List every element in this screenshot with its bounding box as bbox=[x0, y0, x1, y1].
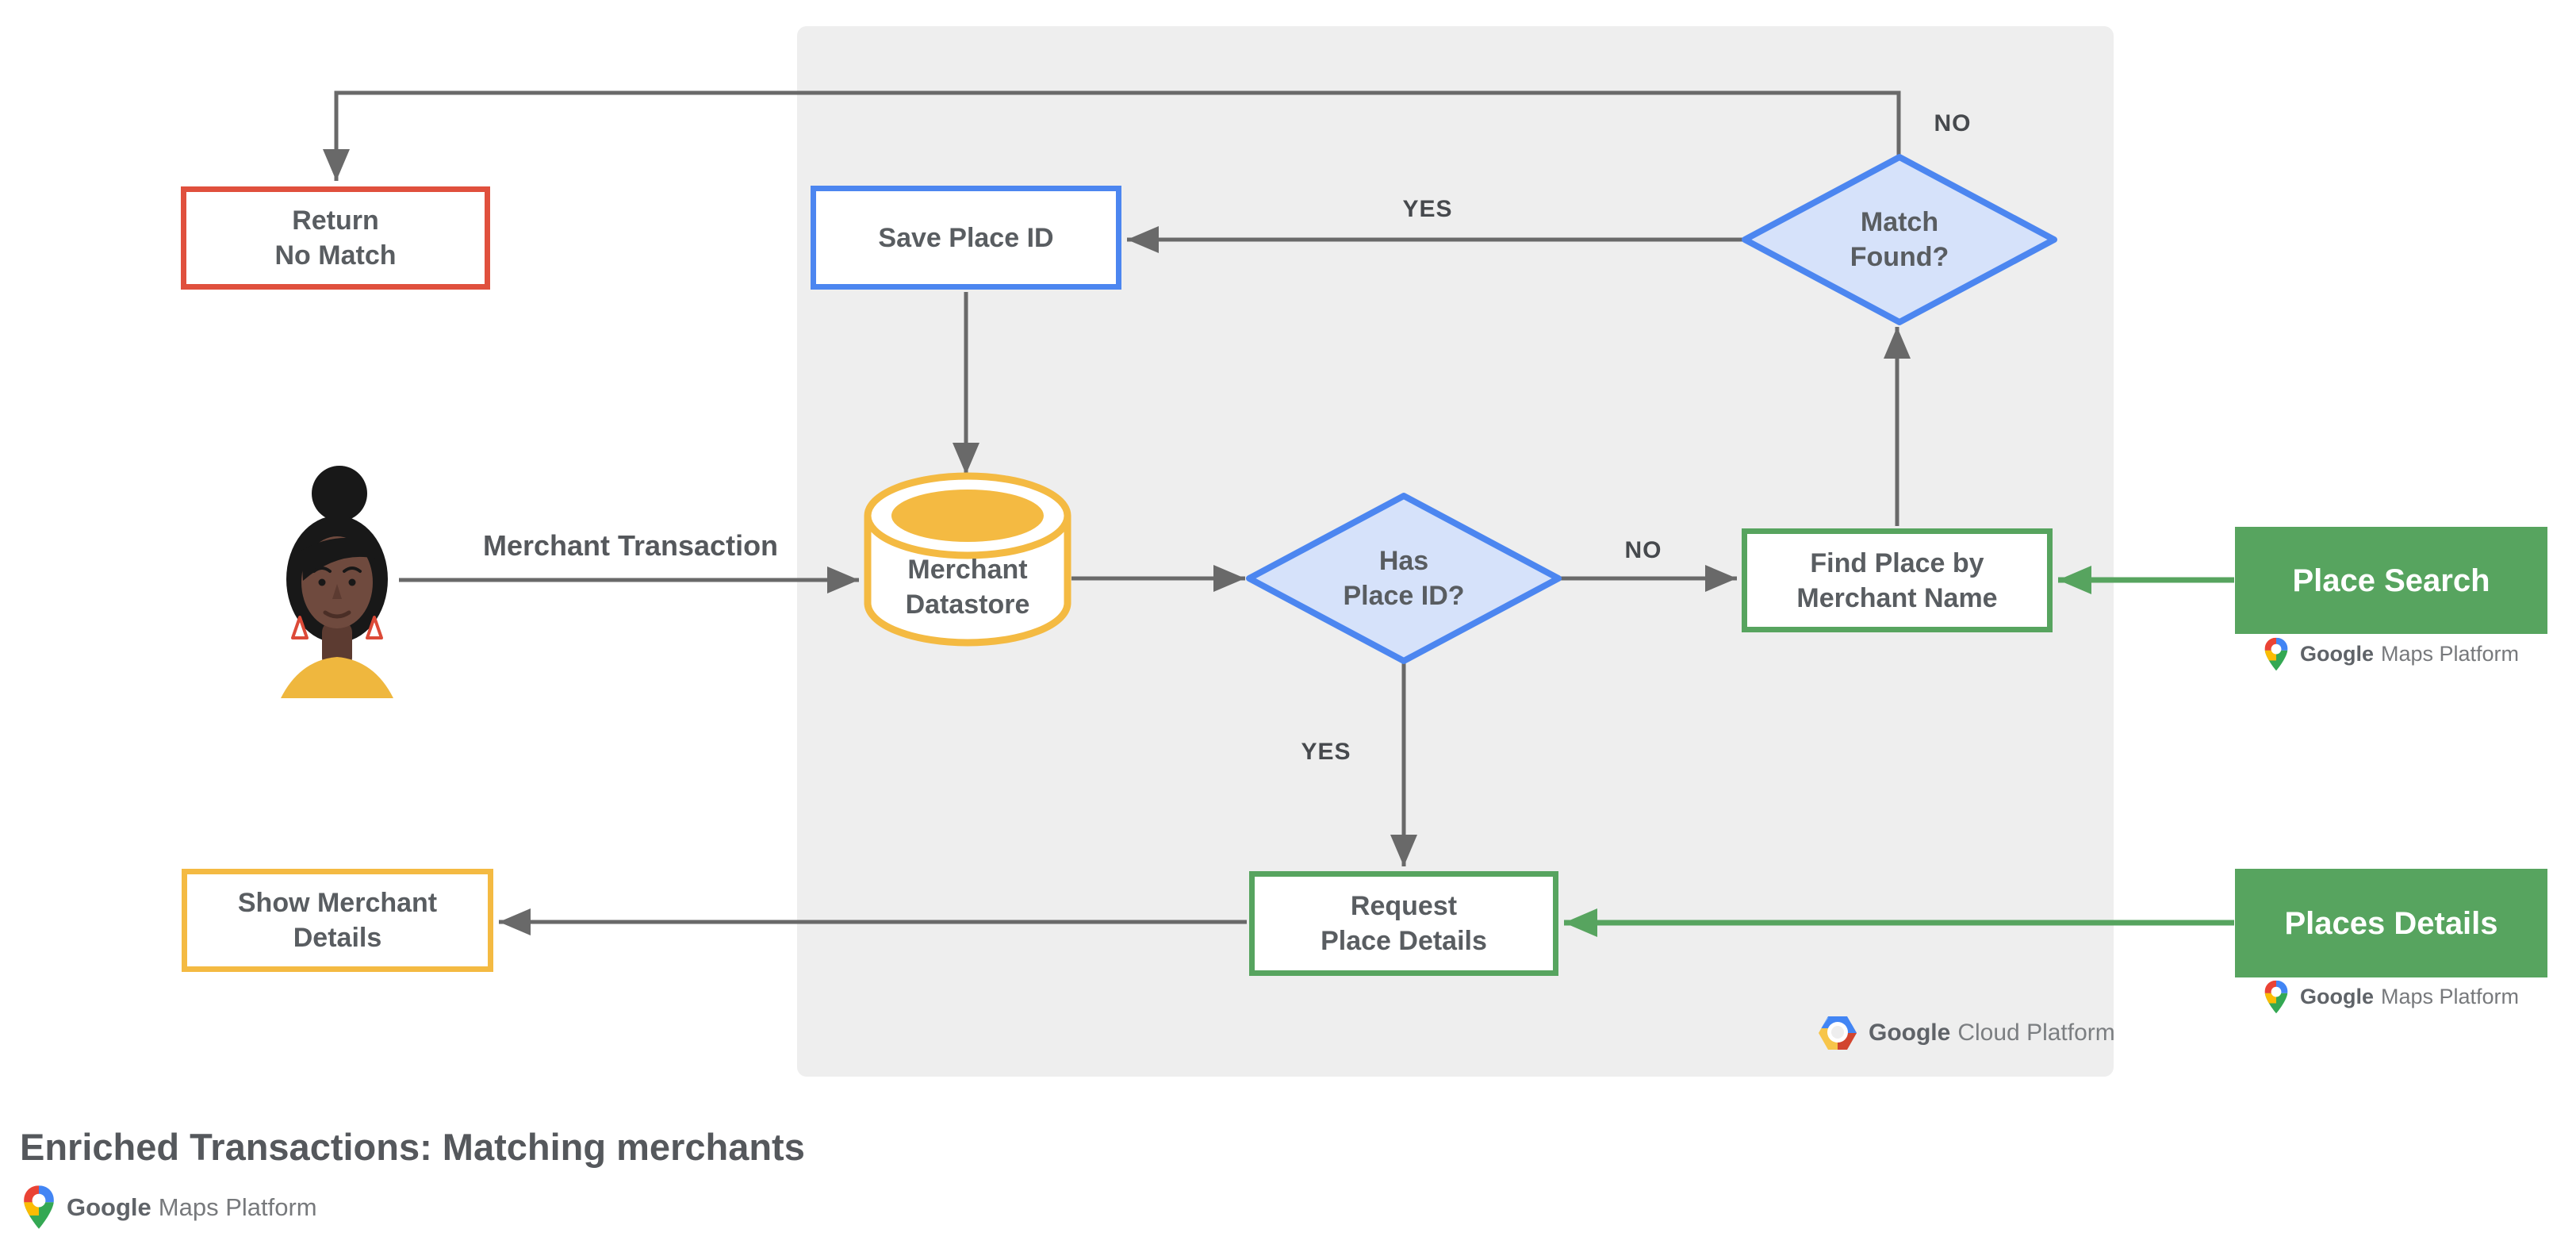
logo-brand-text: Google bbox=[2299, 985, 2374, 1008]
google-maps-pin-icon bbox=[24, 1185, 54, 1229]
node-label-line: Merchant Name bbox=[1796, 582, 1998, 613]
node-label-line: Return bbox=[292, 205, 379, 236]
node-label-line: Found? bbox=[1850, 242, 1949, 272]
google-maps-platform-logo: Google Maps Platform bbox=[2235, 979, 2547, 1015]
google-maps-pin-icon bbox=[2264, 637, 2288, 671]
api-card-label: Places Details bbox=[2284, 905, 2498, 941]
node-label-line: Place ID? bbox=[1343, 581, 1465, 611]
google-cloud-hexagon-icon bbox=[1819, 1016, 1857, 1050]
api-card-label: Place Search bbox=[2292, 563, 2490, 598]
node-label-line: Place Details bbox=[1321, 926, 1487, 956]
match-found-diamond bbox=[1742, 154, 2057, 325]
page-title: Enriched Transactions: Matching merchant… bbox=[20, 1126, 805, 1168]
edge-matchfound-no-to-return bbox=[323, 90, 1901, 181]
node-label-line: Save Place ID bbox=[878, 222, 1054, 253]
api-card-places-details: Places Details bbox=[2235, 869, 2547, 977]
google-maps-platform-logo: Google Maps Platform bbox=[2235, 636, 2547, 672]
node-request-place-details: Request Place Details bbox=[1249, 871, 1558, 976]
edge-label-no: NO bbox=[1624, 537, 1662, 563]
user-avatar bbox=[281, 466, 393, 698]
merchant-datastore-label: Merchant Datastore bbox=[868, 544, 1068, 630]
has-place-id-diamond-label: Has Place ID? bbox=[1285, 529, 1523, 628]
node-label-line: Details bbox=[293, 923, 382, 953]
logo-brand-text: Google bbox=[2299, 642, 2374, 666]
node-label-line: Find Place by bbox=[1810, 547, 1984, 578]
api-card-place-search: Place Search bbox=[2235, 527, 2547, 634]
node-label-line: Show Merchant bbox=[237, 888, 438, 918]
node-show-merchant-details: Show Merchant Details bbox=[182, 869, 493, 972]
edge-label-yes: YES bbox=[1402, 196, 1453, 222]
node-save-place-id: Save Place ID bbox=[811, 186, 1121, 290]
datastore-cylinder-shape bbox=[864, 472, 1071, 647]
merchant-transaction-edge-label: Merchant Transaction bbox=[482, 529, 779, 562]
has-place-id-diamond bbox=[1246, 493, 1562, 664]
logo-brand-text: Google bbox=[1869, 1020, 1951, 1046]
match-found-diamond-label: Match Found? bbox=[1781, 190, 2018, 289]
node-label-line: Request bbox=[1350, 891, 1458, 921]
google-cloud-platform-logo: Google Cloud Platform bbox=[1818, 1016, 2115, 1050]
node-find-place-by-merchant-name: Find Place by Merchant Name bbox=[1742, 528, 2053, 632]
logo-suffix-text: Cloud Platform bbox=[1957, 1020, 2115, 1046]
node-label-line: Has bbox=[1378, 546, 1429, 576]
google-maps-platform-logo: Google Maps Platform bbox=[22, 1184, 317, 1231]
logo-brand-text: Google bbox=[67, 1192, 151, 1221]
edge-label-no: NO bbox=[1934, 110, 1972, 136]
node-label-line: Datastore bbox=[905, 590, 1030, 620]
logo-suffix-text: Maps Platform bbox=[2380, 985, 2520, 1008]
google-maps-pin-icon bbox=[2264, 980, 2288, 1014]
logo-suffix-text: Maps Platform bbox=[158, 1192, 317, 1221]
node-return-no-match: Return No Match bbox=[181, 186, 490, 290]
node-label-line: Match bbox=[1860, 207, 1939, 237]
logo-suffix-text: Maps Platform bbox=[2380, 642, 2520, 666]
edge-label-yes: YES bbox=[1301, 739, 1351, 765]
node-label-line: No Match bbox=[274, 240, 397, 271]
node-label-line: Merchant bbox=[907, 555, 1028, 585]
